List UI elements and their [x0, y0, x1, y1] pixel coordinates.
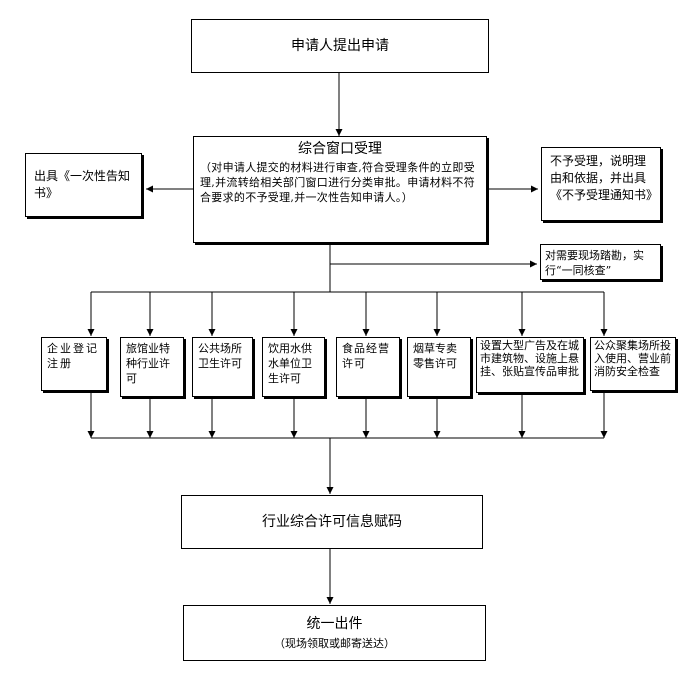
permit-box: 企业登记注册	[41, 337, 107, 391]
permit-box: 烟草专卖零售许可	[407, 337, 471, 397]
window-title: 综合窗口受理	[298, 141, 382, 157]
site-check-label: 对需要现场踏勘，实行“一同核查”	[545, 249, 644, 277]
right-notice-label: 不予受理，说明理由和依据，并出具《不予受理通知书》	[550, 154, 659, 202]
permit-label: 旅馆业特种行业许可	[126, 342, 170, 385]
permit-box: 旅馆业特种行业许可	[120, 337, 184, 397]
permit-label: 设置大型广告及在城市建筑物、设施上悬挂、张贴宣传品审批	[480, 339, 579, 378]
permit-label: 公众聚集场所投入使用、营业前消防安全检查	[594, 339, 671, 378]
site-check-box: 对需要现场踏勘，实行“一同核查”	[540, 244, 661, 280]
final-box: 统一出件 （现场领取或邮寄送达）	[183, 605, 486, 661]
start-box: 申请人提出申请	[191, 19, 489, 73]
permit-box: 公共场所卫生许可	[192, 337, 253, 397]
code-box: 行业综合许可信息赋码	[181, 495, 483, 549]
window-desc: （对申请人提交的材料进行审查,符合受理条件的立即受理,并流转给相关部门窗口进行分…	[200, 161, 475, 204]
permit-box: 公众聚集场所投入使用、营业前消防安全检查	[590, 337, 676, 391]
window-box: 综合窗口受理 （对申请人提交的材料进行审查,符合受理条件的立即受理,并流转给相关…	[193, 136, 487, 243]
permit-label: 企业登记注册	[47, 342, 99, 370]
permit-box: 食品经营许可	[336, 337, 400, 397]
right-notice-box: 不予受理，说明理由和依据，并出具《不予受理通知书》	[541, 147, 661, 221]
permit-label: 公共场所卫生许可	[198, 342, 242, 370]
permit-label: 烟草专卖零售许可	[413, 342, 457, 370]
final-sub: （现场领取或邮寄送达）	[274, 637, 395, 650]
left-notice-box: 出具《一次性告知书》	[25, 153, 142, 217]
final-title: 统一出件	[306, 616, 363, 632]
permit-box: 设置大型广告及在城市建筑物、设施上悬挂、张贴宣传品审批	[476, 337, 584, 393]
permit-box: 饮用水供水单位卫生许可	[262, 337, 325, 397]
permit-label: 食品经营许可	[342, 342, 390, 370]
start-label: 申请人提出申请	[291, 38, 389, 54]
permit-label: 饮用水供水单位卫生许可	[268, 342, 312, 385]
code-label: 行业综合许可信息赋码	[262, 514, 402, 530]
left-notice-label: 出具《一次性告知书》	[34, 169, 131, 200]
